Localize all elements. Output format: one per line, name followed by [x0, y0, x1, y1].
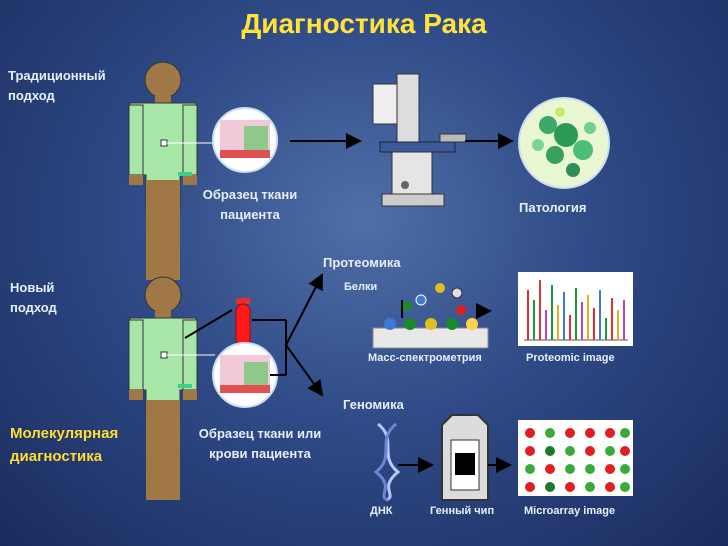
- blood-tube-icon: [236, 298, 250, 346]
- traditional-sample-label: Образец ткани пациента: [185, 185, 315, 225]
- new-approach-label: Новый подход: [10, 278, 90, 318]
- proteomics-heading: Протеомика: [323, 253, 401, 273]
- pathology-image: [519, 98, 609, 188]
- dna-helix-icon: [376, 424, 398, 500]
- patient-figure-traditional: [129, 62, 215, 280]
- mass-spec-plate: [373, 318, 488, 348]
- microarray-image: [518, 420, 633, 496]
- proteomic-image: [518, 272, 633, 346]
- traditional-approach-label: Традиционный подход: [8, 66, 138, 106]
- microscope-icon: [373, 74, 466, 206]
- microarray-image-label: Microarray image: [524, 505, 615, 517]
- tissue-sample-traditional: [213, 108, 277, 172]
- proteomic-image-label: Proteomic image: [526, 352, 615, 364]
- new-sample-label: Образец ткани или крови пациента: [195, 424, 325, 464]
- gene-chip-label: Генный чип: [430, 505, 494, 517]
- molecular-diagnostics-label: Молекулярная диагностика: [10, 422, 160, 468]
- protein-particles: [402, 283, 490, 318]
- tissue-sample-new: [213, 343, 277, 407]
- mass-spec-label: Масс-спектрометрия: [368, 352, 482, 364]
- gene-chip-icon: [442, 415, 488, 500]
- pathology-label: Патология: [519, 198, 586, 218]
- genomics-heading: Геномика: [343, 395, 404, 415]
- dna-label: ДНК: [370, 505, 393, 517]
- proteins-label: Белки: [344, 281, 377, 293]
